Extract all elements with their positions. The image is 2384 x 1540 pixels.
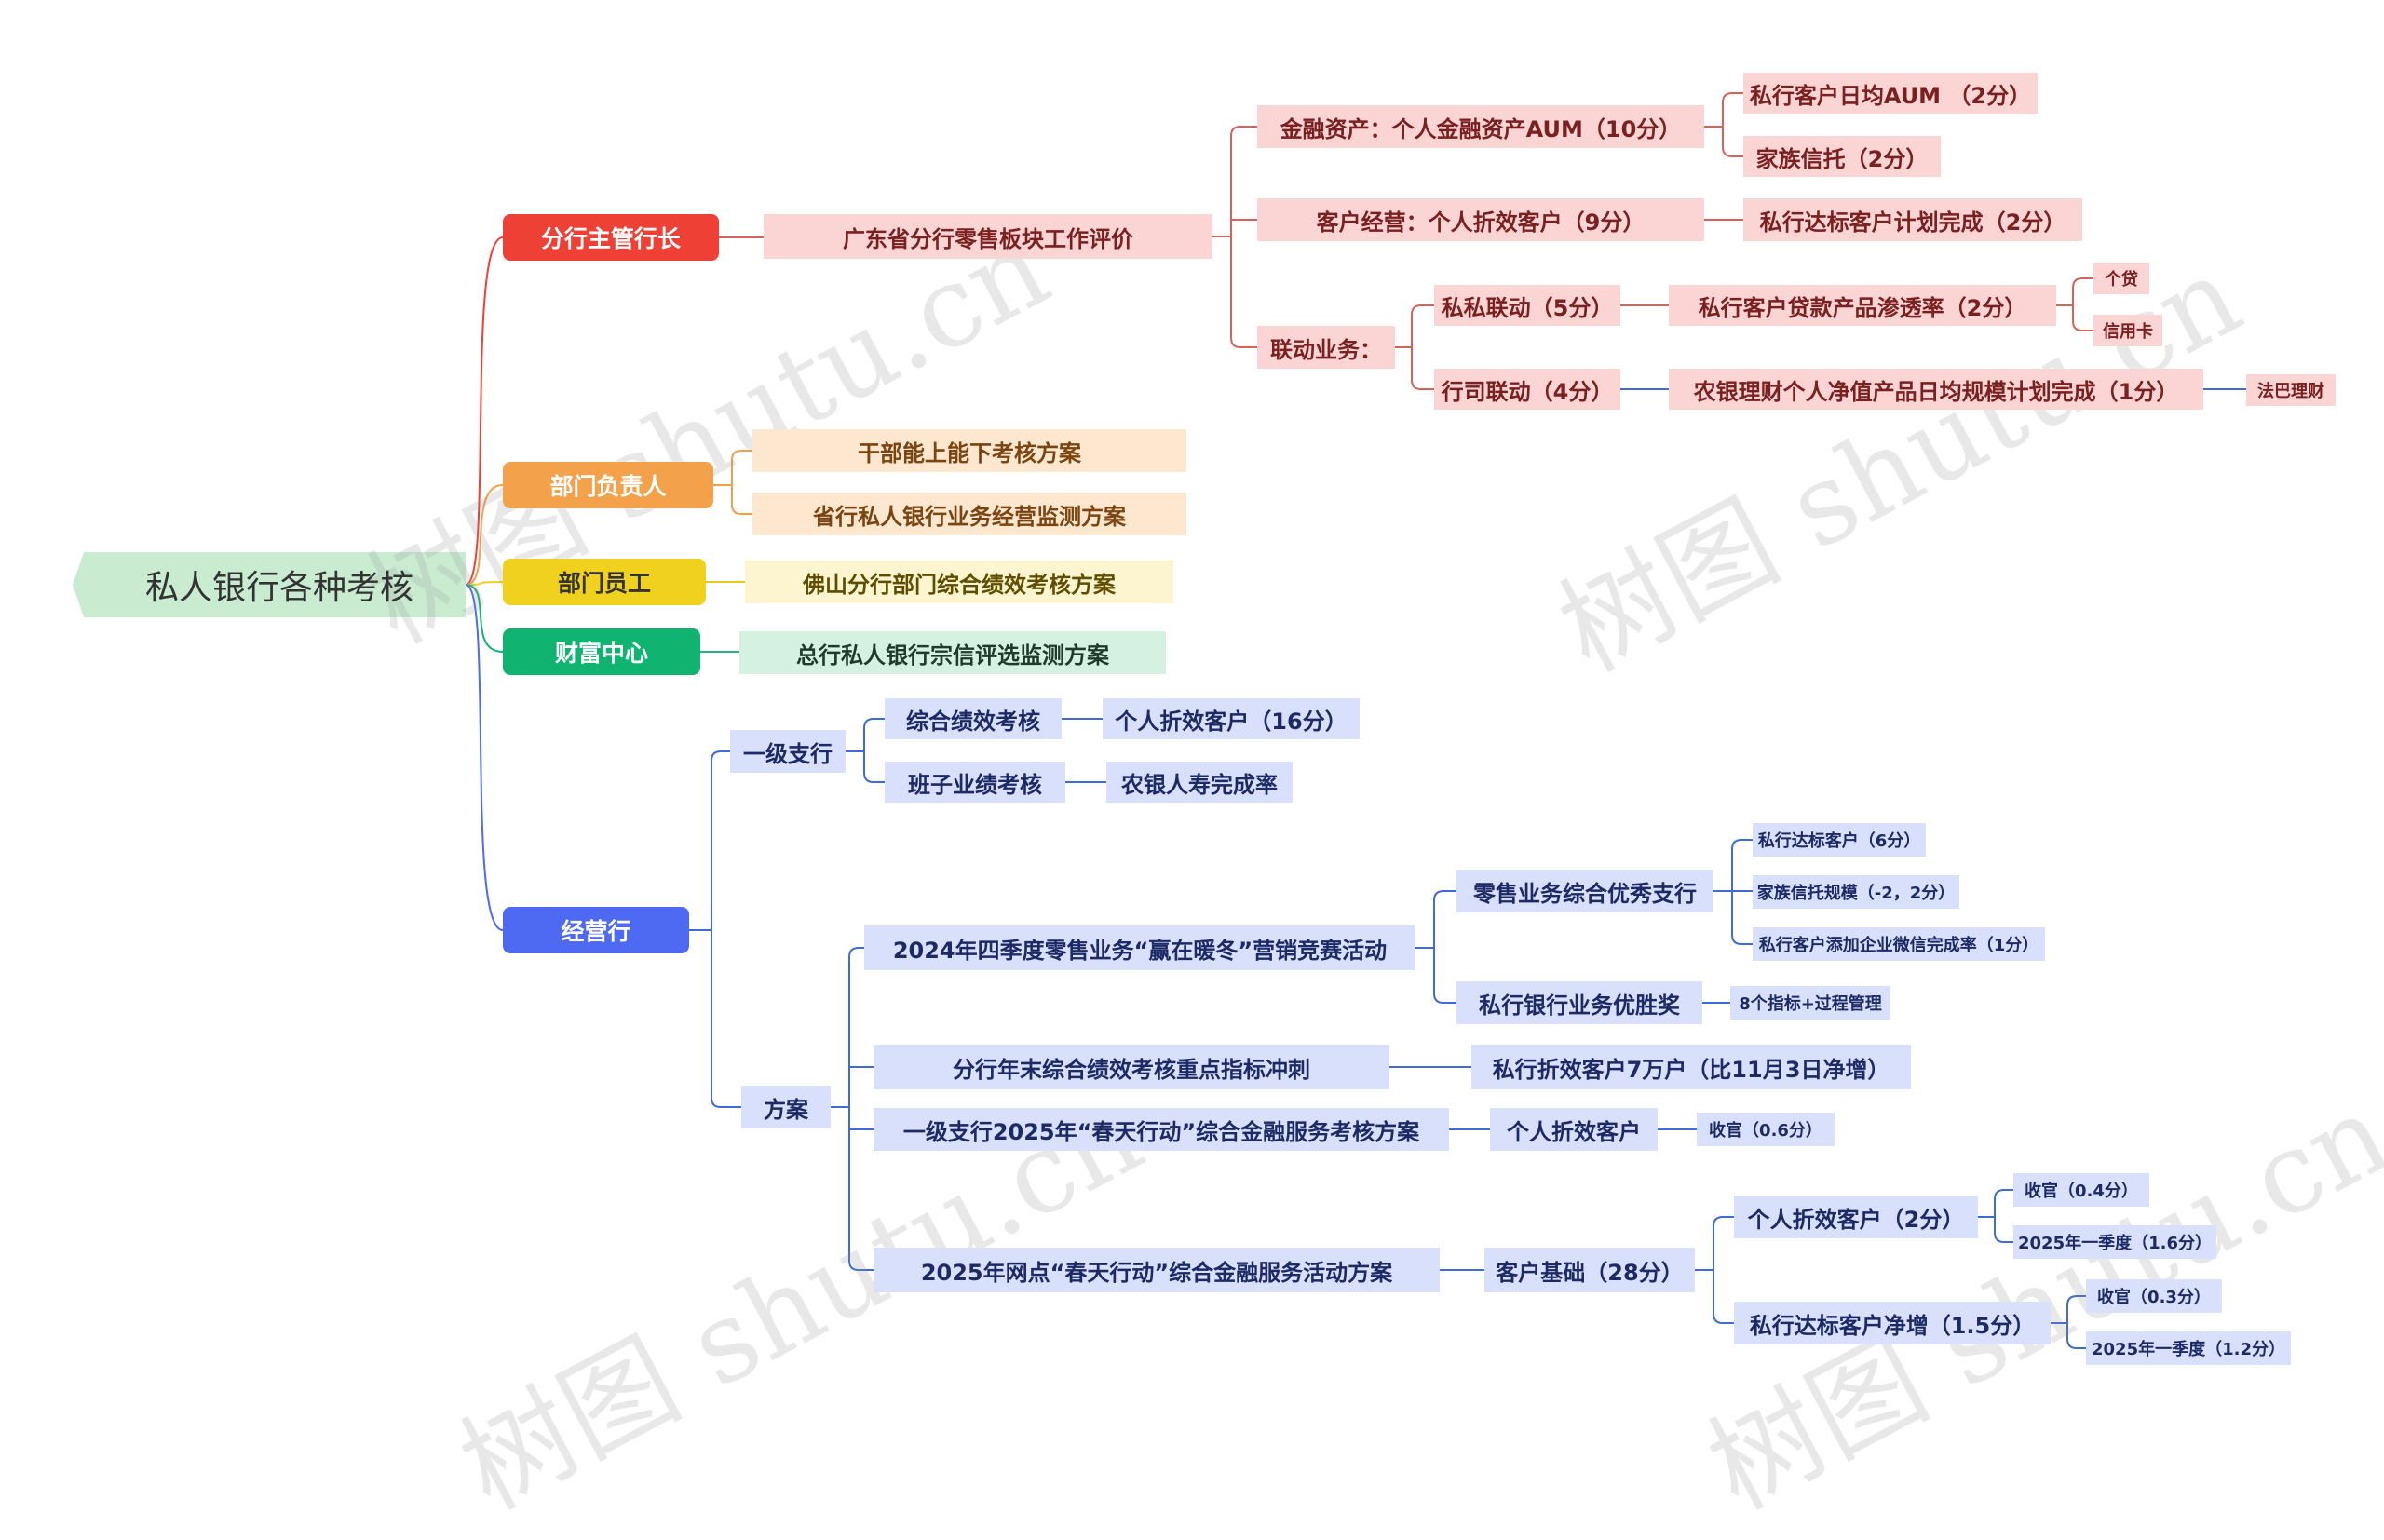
private-effective-customers-node[interactable]: 私行折效客户7万户（比11月3日净增）: [1471, 1045, 1911, 1089]
connector: [1695, 1269, 1734, 1324]
connector: [846, 750, 885, 783]
connector: [713, 484, 752, 515]
cadre-assessment-node[interactable]: 干部能上能下考核方案: [752, 429, 1186, 472]
connector: [1978, 1216, 2013, 1243]
financial-assets-node[interactable]: 金融资产：个人金融资产AUM（10分）: [1257, 105, 1704, 148]
plan-year-end-sprint-node[interactable]: 分行年末综合绩效考核重点指标冲刺: [874, 1045, 1389, 1089]
connector: [713, 450, 752, 486]
connector: [1695, 1216, 1734, 1271]
q1-1-2-node[interactable]: 2025年一季度（1.2分）: [2086, 1331, 2291, 1365]
loan-penetration-node[interactable]: 私行客户贷款产品渗透率（2分）: [1669, 285, 2056, 326]
private-qualified-customers-node[interactable]: 私行达标客户（6分）: [1753, 823, 1926, 857]
q1-1-6-node[interactable]: 2025年一季度（1.6分）: [2013, 1225, 2216, 1259]
connector: [689, 929, 741, 1108]
team-value-node[interactable]: 农银人寿完成率: [1106, 762, 1293, 803]
connector: [1212, 236, 1257, 348]
connector: [1416, 890, 1456, 949]
connector: [1395, 304, 1434, 348]
provincial-retail-evaluation[interactable]: 广东省分行零售板块工作评价: [764, 214, 1212, 259]
connector: [465, 236, 504, 586]
root-shape: [73, 552, 466, 617]
connector: [846, 718, 885, 752]
linkage-business-node[interactable]: 联动业务：: [1257, 326, 1395, 369]
connector-lines: [73, 92, 2246, 1349]
branch-wealth-center[interactable]: 财富中心: [503, 628, 700, 675]
team-assessment-node[interactable]: 班子业绩考核: [885, 762, 1065, 803]
root-topic[interactable]: 私人银行各种考核: [144, 569, 413, 607]
connector: [1704, 126, 1743, 157]
connector: [2051, 1322, 2086, 1349]
tier1-branch-node[interactable]: 一级支行: [730, 730, 846, 773]
connector: [1978, 1189, 2013, 1218]
connector: [1416, 947, 1456, 1004]
composite-assessment-node[interactable]: 综合绩效考核: [885, 698, 1062, 739]
private-bank-award-node[interactable]: 私行银行业务优胜奖: [1456, 981, 1702, 1024]
plan-spring-tier1-node[interactable]: 一级支行2025年“春天行动”综合金融服务考核方案: [874, 1108, 1449, 1151]
bnp-wealth-node[interactable]: 法巴理财: [2246, 374, 2336, 406]
connector: [831, 1106, 874, 1271]
customer-base-node[interactable]: 客户基础（28分）: [1484, 1248, 1695, 1292]
private-private-linkage-node[interactable]: 私私联动（5分）: [1434, 285, 1620, 326]
connector: [831, 947, 864, 1108]
connector: [689, 750, 730, 931]
personal-effective-2pt-node[interactable]: 个人折效客户（2分）: [1734, 1196, 1978, 1238]
connector: [2056, 304, 2093, 331]
eight-indicators-node[interactable]: 8个指标+过程管理: [1730, 986, 1890, 1020]
connector: [1704, 92, 1743, 128]
connector: [1395, 346, 1434, 390]
private-qualified-net-growth-node[interactable]: 私行达标客户净增（1.5分）: [1734, 1302, 2051, 1344]
connector: [831, 1066, 874, 1108]
connector: [1212, 219, 1257, 237]
connector: [1714, 839, 1753, 892]
connector: [465, 584, 504, 931]
hq-private-bank-monitoring-node[interactable]: 总行私人银行宗信评选监测方案: [739, 631, 1166, 674]
branch-branch-president[interactable]: 分行主管行长: [503, 214, 719, 261]
wealth-product-plan-node[interactable]: 农银理财个人净值产品日均规模计划完成（1分）: [1669, 369, 2203, 410]
wechat-completion-node[interactable]: 私行客户添加企业微信完成率（1分）: [1753, 927, 2045, 961]
personal-loan-node[interactable]: 个贷: [2093, 263, 2149, 294]
branch-department-staff[interactable]: 部门员工: [503, 559, 706, 605]
connector: [2056, 277, 2093, 306]
closing-0-3-node[interactable]: 收官（0.3分）: [2086, 1279, 2222, 1313]
branch-operating-bank[interactable]: 经营行: [503, 907, 689, 953]
credit-card-node[interactable]: 信用卡: [2093, 315, 2162, 346]
plan-node[interactable]: 方案: [741, 1086, 831, 1128]
connector: [465, 484, 504, 586]
family-trust-scale-node[interactable]: 家族信托规模（-2，2分）: [1753, 875, 1959, 909]
plan-q4-campaign-node[interactable]: 2024年四季度零售业务“赢在暖冬”营销竞赛活动: [864, 925, 1416, 970]
connector: [465, 581, 504, 586]
personal-effective-customer-node[interactable]: 个人折效客户: [1490, 1108, 1658, 1151]
private-plan-node[interactable]: 私行达标客户计划完成（2分）: [1743, 198, 2082, 241]
foshan-dept-assessment-node[interactable]: 佛山分行部门综合绩效考核方案: [745, 561, 1173, 603]
closing-0-6-node[interactable]: 收官（0.6分）: [1697, 1113, 1835, 1146]
bank-corp-linkage-node[interactable]: 行司联动（4分）: [1434, 369, 1620, 410]
private-daily-aum-node[interactable]: 私行客户日均AUM （2分）: [1743, 73, 2038, 114]
connector: [2051, 1295, 2086, 1324]
connector: [1714, 890, 1753, 945]
retail-excellent-branch-node[interactable]: 零售业务综合优秀支行: [1456, 870, 1714, 912]
private-bank-monitoring-node[interactable]: 省行私人银行业务经营监测方案: [752, 493, 1186, 535]
family-trust-node[interactable]: 家族信托（2分）: [1743, 136, 1941, 177]
mind-map-canvas: 树图 shutu.cn 树图 shutu.cn 树图 shutu.cn 树图 s…: [73, 73, 2384, 1534]
plan-spring-outlet-node[interactable]: 2025年网点“春天行动”综合金融服务活动方案: [874, 1248, 1440, 1292]
closing-0-4-node[interactable]: 收官（0.4分）: [2013, 1173, 2149, 1207]
customer-operation-node[interactable]: 客户经营：个人折效客户（9分）: [1257, 198, 1704, 241]
connector: [465, 584, 504, 653]
composite-value-node[interactable]: 个人折效客户（16分）: [1103, 698, 1360, 739]
connector: [848, 1067, 874, 1130]
connector: [1212, 126, 1257, 237]
branch-department-head[interactable]: 部门负责人: [503, 462, 713, 508]
